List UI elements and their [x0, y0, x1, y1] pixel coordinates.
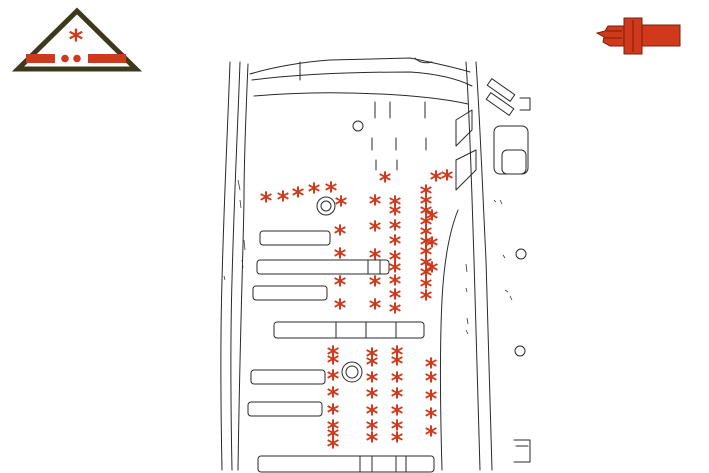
weld-point-marker: *	[369, 216, 382, 244]
weld-point-marker: *	[379, 167, 392, 195]
weld-point-marker: *	[277, 186, 290, 214]
weld-point-marker: *	[420, 252, 433, 280]
weld-point-marker: *	[327, 415, 340, 443]
weld-point-marker: *	[389, 270, 402, 298]
weld-point-marker: *	[391, 367, 404, 395]
weld-point-marker: *	[420, 262, 433, 290]
weld-point-marker: *	[420, 211, 433, 239]
weld-point-marker: *	[426, 205, 439, 233]
weld-point-marker: *	[391, 427, 404, 455]
weld-point-marker: *	[420, 231, 433, 259]
weld-point-marker: *	[292, 182, 305, 210]
spot-weld-triangle-icon: *	[11, 7, 143, 72]
weld-point-marker: *	[425, 353, 438, 381]
weld-point-marker: *	[369, 271, 382, 299]
weld-point-marker: *	[327, 341, 340, 369]
weld-point-marker: *	[425, 421, 438, 449]
weld-point-marker: *	[391, 415, 404, 443]
weld-point-marker: *	[334, 294, 347, 322]
weld-point-marker: *	[420, 285, 433, 313]
weld-point-marker: *	[325, 177, 338, 205]
weld-point-marker: *	[308, 178, 321, 206]
legend-weld-marker: *	[69, 23, 84, 56]
weld-point-marker: *	[420, 241, 433, 269]
weld-point-marker: *	[327, 423, 340, 451]
weld-point-marker: *	[327, 349, 340, 377]
weld-point-marker: *	[420, 273, 433, 301]
weld-point-marker: *	[366, 351, 379, 379]
weld-point-marker: *	[334, 271, 347, 299]
weld-point-marker: *	[389, 200, 402, 228]
weld-point-marker: *	[389, 191, 402, 219]
weld-point-marker: *	[441, 165, 454, 193]
floor-panel-outline	[220, 57, 531, 473]
weld-point-marker: *	[420, 200, 433, 228]
weld-point-marker: *	[389, 230, 402, 258]
weld-point-marker: *	[366, 343, 379, 371]
weld-point-marker: *	[425, 367, 438, 395]
weld-point-marker: *	[327, 433, 340, 461]
weld-point-marker: *	[366, 383, 379, 411]
weld-point-marker: *	[389, 215, 402, 243]
weld-point-marker: *	[420, 221, 433, 249]
weld-point-marker: *	[335, 191, 348, 219]
weld-point-marker: *	[260, 187, 273, 215]
weld-point-marker: *	[389, 284, 402, 312]
weld-point-marker: *	[426, 232, 439, 260]
weld-point-marker: *	[366, 415, 379, 443]
weld-point-marker: *	[420, 180, 433, 208]
weld-point-marker: *	[426, 257, 439, 285]
weld-point-marker: *	[391, 350, 404, 378]
weld-point-marker: *	[369, 190, 382, 218]
weld-marker-layer: ****************************************…	[260, 165, 454, 461]
weld-point-marker: *	[327, 365, 340, 393]
weld-point-marker: *	[425, 403, 438, 431]
weld-gun-icon	[595, 17, 681, 55]
weld-point-marker: *	[327, 382, 340, 410]
weld-point-marker: *	[327, 399, 340, 427]
weld-point-marker: *	[391, 341, 404, 369]
weld-point-marker: *	[334, 220, 347, 248]
weld-point-marker: *	[420, 190, 433, 218]
weld-point-marker: *	[366, 367, 379, 395]
weld-point-marker: *	[366, 400, 379, 428]
weld-point-marker: *	[389, 298, 402, 326]
weld-point-marker: *	[369, 244, 382, 272]
weld-point-marker: *	[366, 427, 379, 455]
weld-point-marker: *	[389, 246, 402, 274]
weld-point-marker: *	[369, 294, 382, 322]
weld-point-marker: *	[389, 257, 402, 285]
weld-point-marker: *	[430, 166, 443, 194]
weld-point-marker: *	[391, 400, 404, 428]
weld-point-marker: *	[425, 385, 438, 413]
weld-point-marker: *	[334, 243, 347, 271]
weld-point-marker: *	[391, 383, 404, 411]
